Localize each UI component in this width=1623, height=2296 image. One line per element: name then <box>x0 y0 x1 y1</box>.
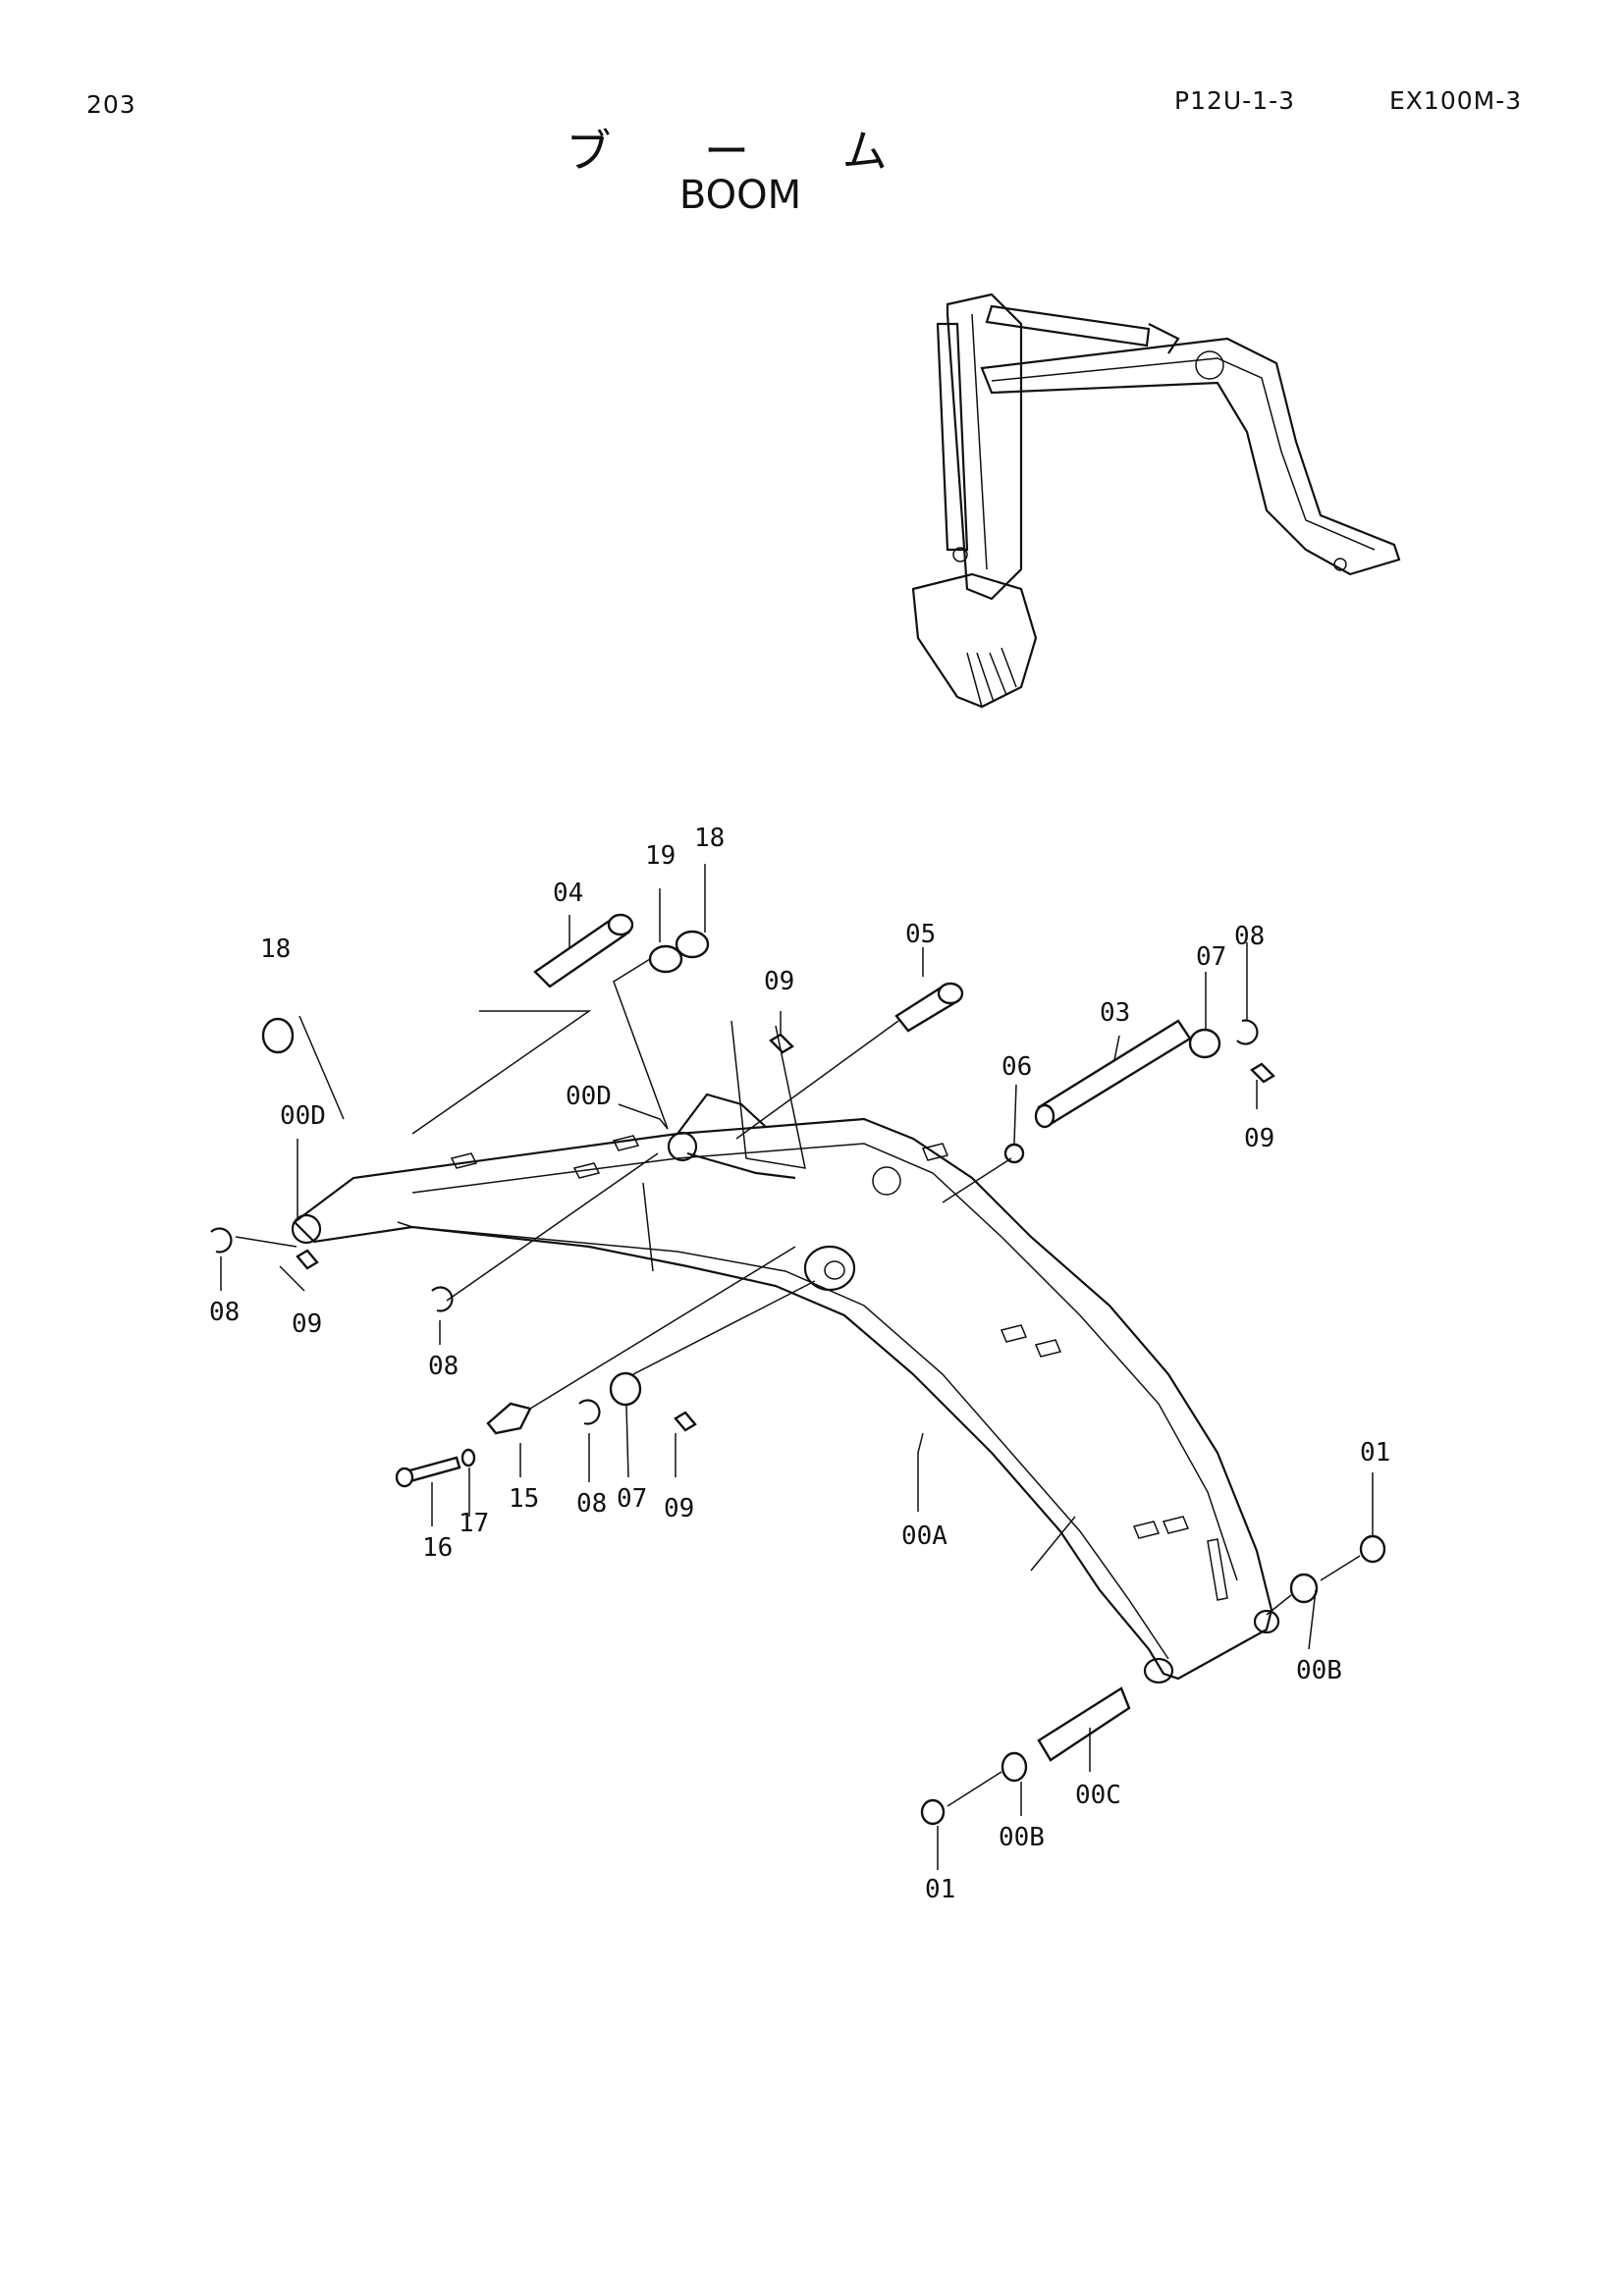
washer-19 <box>648 944 683 974</box>
callout-09-left: 09 <box>292 1309 322 1339</box>
callout-01-low: 01 <box>925 1875 955 1904</box>
title-japanese: ブ ー ム <box>566 125 927 178</box>
ring-06 <box>1003 1143 1025 1164</box>
washer-18-top <box>675 930 710 959</box>
bushing-00B-low <box>1001 1751 1028 1783</box>
bushing-07-right <box>1188 1028 1221 1059</box>
callout-08-right: 08 <box>1234 922 1265 951</box>
callout-08-left: 08 <box>209 1298 240 1327</box>
callout-01-right: 01 <box>1360 1438 1390 1468</box>
callout-labels: 19 18 04 18 05 09 07 08 03 06 09 00D 00D… <box>209 824 1390 1904</box>
callout-09-right: 09 <box>1244 1124 1274 1153</box>
page-number: 203 <box>86 90 136 119</box>
callout-07-right: 07 <box>1196 942 1226 972</box>
boom-assembly <box>291 1093 1280 1684</box>
callout-00C: 00C <box>1075 1781 1121 1810</box>
bushing-07-low <box>609 1371 642 1407</box>
ring-01-low <box>920 1798 946 1826</box>
bushing-00B-right <box>1289 1573 1319 1604</box>
model-name: EX100M-3 <box>1389 86 1523 115</box>
callout-17: 17 <box>459 1509 489 1538</box>
callout-00B-low: 00B <box>999 1823 1045 1852</box>
ring-01-right <box>1359 1534 1386 1564</box>
callout-00D-mid: 00D <box>566 1082 612 1111</box>
callout-05: 05 <box>905 920 936 949</box>
callout-08-mid: 08 <box>428 1352 459 1381</box>
loose-parts <box>210 913 1386 1826</box>
callout-07-low: 07 <box>617 1484 647 1514</box>
title-english: BOOM <box>678 173 802 218</box>
plate-15 <box>486 1402 532 1435</box>
catalog-code: P12U-1-3 <box>1174 86 1296 115</box>
callout-15: 15 <box>509 1484 539 1514</box>
callout-03: 03 <box>1100 998 1130 1028</box>
callout-04: 04 <box>553 879 583 908</box>
callout-00B-right: 00B <box>1296 1656 1342 1685</box>
callout-00A: 00A <box>901 1522 947 1551</box>
callout-06: 06 <box>1001 1052 1032 1082</box>
callout-09-top: 09 <box>764 967 794 996</box>
callout-16: 16 <box>422 1533 453 1563</box>
callout-18-top: 18 <box>694 824 725 853</box>
callout-08-low: 08 <box>576 1489 607 1519</box>
washer-18-left <box>261 1017 295 1054</box>
callout-19: 19 <box>645 841 676 871</box>
pin-03 <box>1037 1019 1192 1126</box>
callout-00D-left: 00D <box>280 1101 326 1131</box>
callout-18-left: 18 <box>260 934 291 964</box>
leader-lines <box>220 864 1374 1870</box>
pin-00C <box>1037 1686 1131 1762</box>
overview-excavator-sketch <box>911 293 1401 709</box>
callout-09-low: 09 <box>664 1494 694 1523</box>
washer-17 <box>460 1448 476 1468</box>
